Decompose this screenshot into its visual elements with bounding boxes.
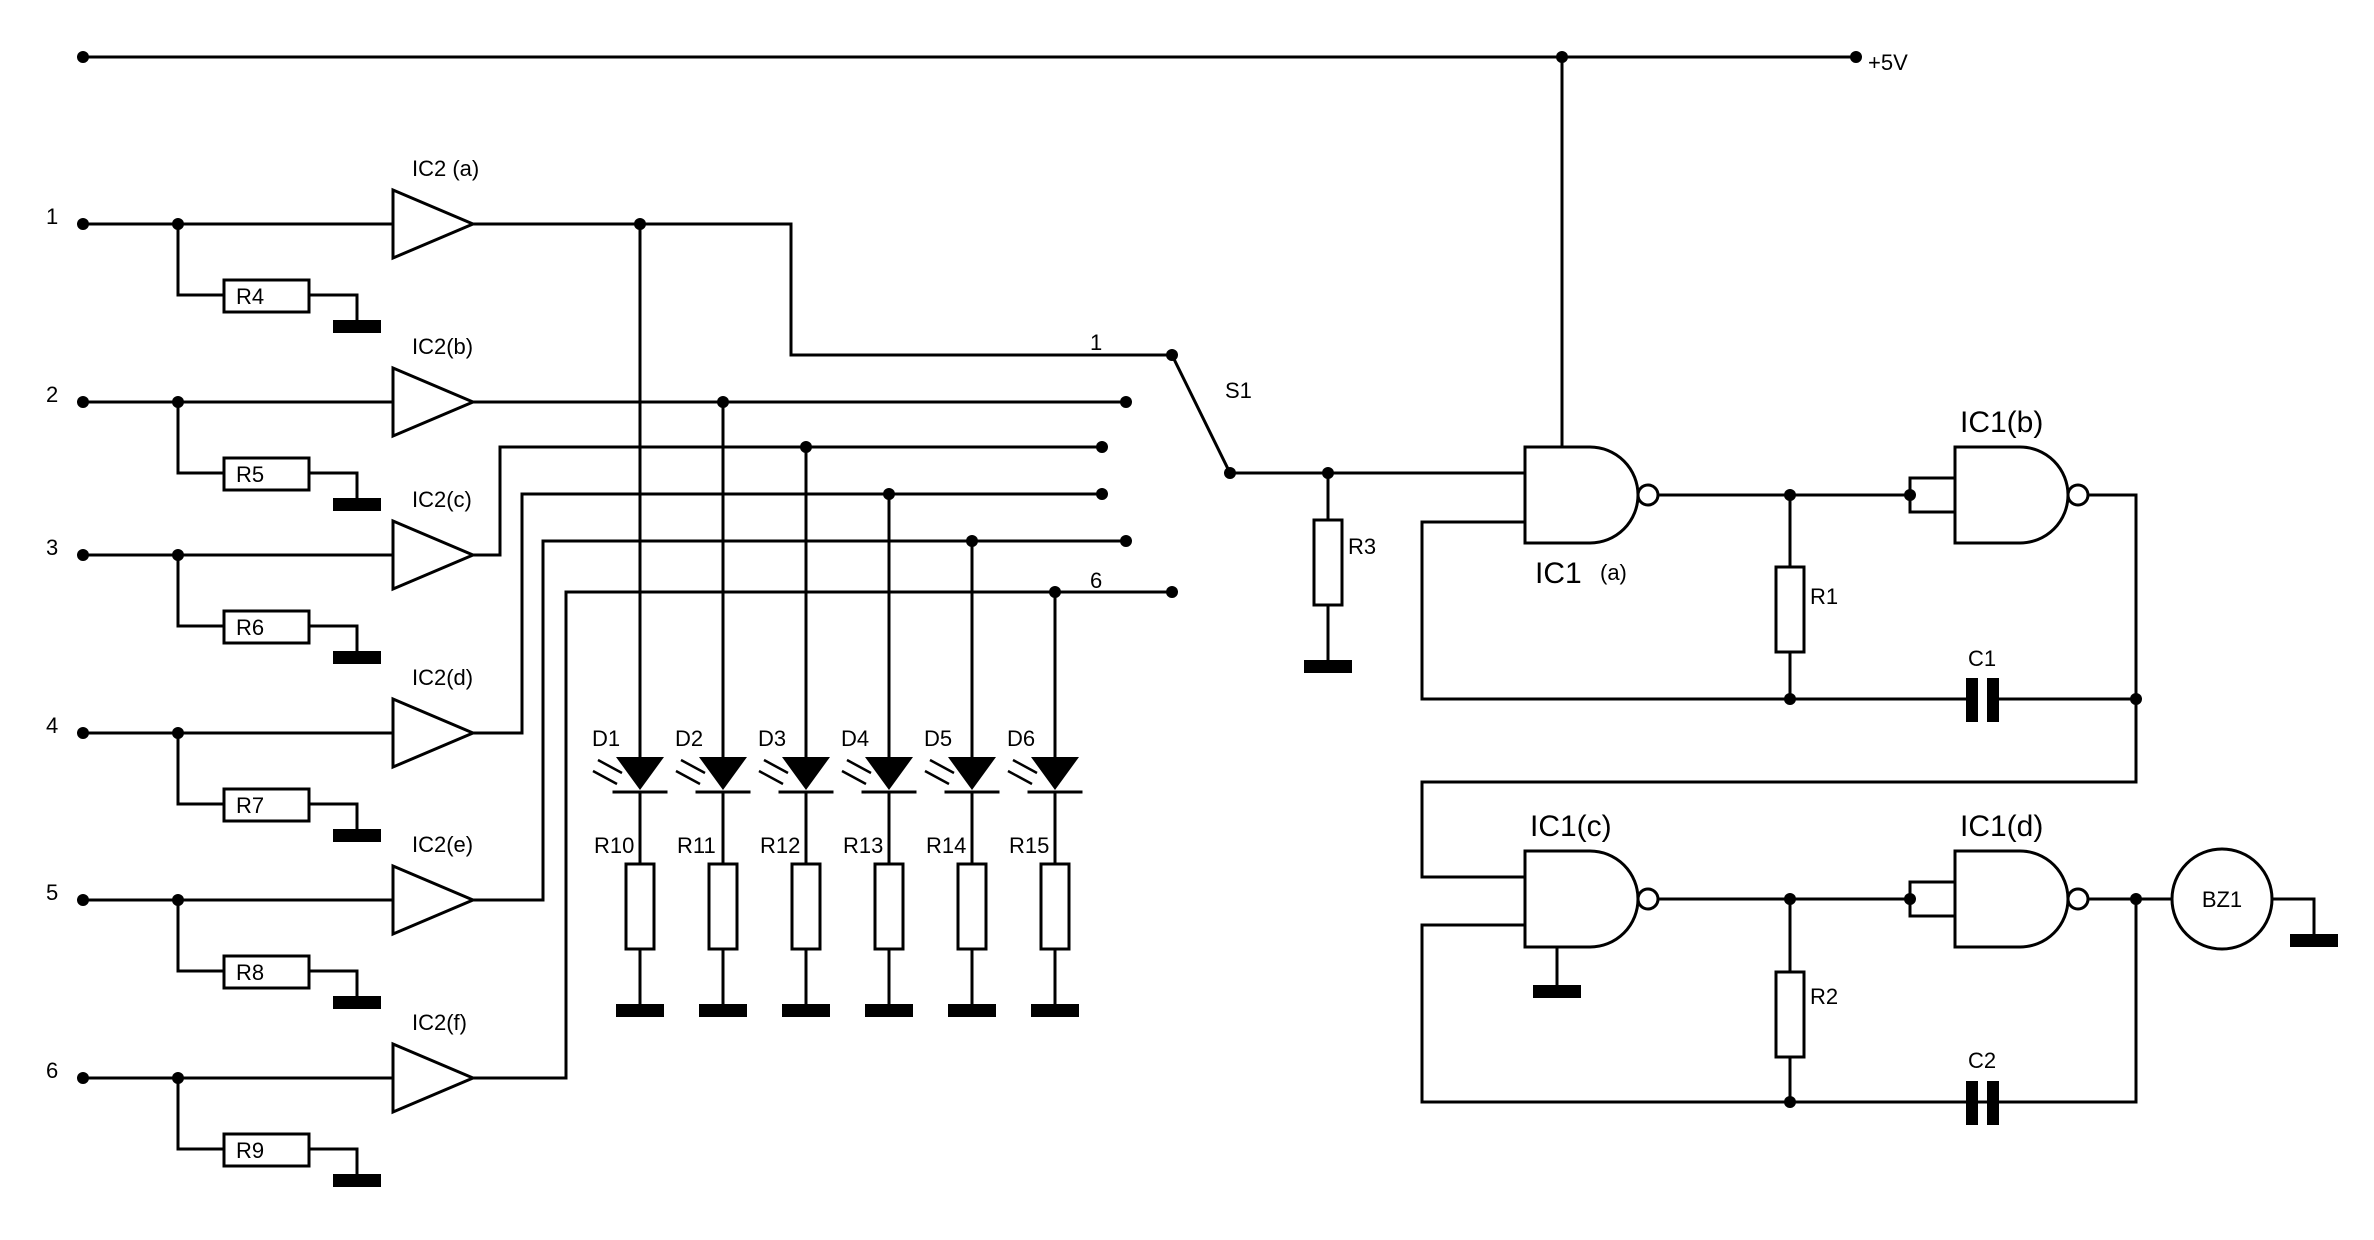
resistor-label-r3: R3	[1348, 534, 1376, 559]
led-label-d6: D6	[1007, 726, 1035, 751]
resistor-label-r6: R6	[236, 615, 264, 640]
led-branch-4	[841, 488, 917, 1017]
led-d2-symbol	[699, 757, 747, 790]
capacitor-label-c2: C2	[1968, 1048, 1996, 1073]
buffer-label-f: IC2(f)	[412, 1010, 467, 1035]
input-label-2: 2	[46, 382, 58, 407]
resistor-label-r14: R14	[926, 833, 966, 858]
led-indicators	[592, 218, 1083, 1017]
input-label-6: 6	[46, 1058, 58, 1083]
led-label-d5: D5	[924, 726, 952, 751]
led-branch-2	[675, 396, 751, 1017]
buffer-label-d: IC2(d)	[412, 665, 473, 690]
ground-symbol	[333, 320, 381, 333]
led-branch-5	[924, 535, 1000, 1017]
switch-wiper	[1169, 352, 1233, 476]
led-label-d4: D4	[841, 726, 869, 751]
oscillator-1	[1420, 445, 2142, 879]
input-stage-6	[77, 1041, 477, 1187]
led-branch-1	[592, 218, 668, 1017]
resistor-label-r4: R4	[236, 284, 264, 309]
input-stage-1	[77, 187, 477, 333]
input-label-1: 1	[46, 204, 58, 229]
buffer-label-e: IC2(e)	[412, 832, 473, 857]
switch-contact-1-label: 1	[1090, 330, 1102, 355]
resistor-label-r10: R10	[594, 833, 634, 858]
buffer-ic2c	[391, 518, 477, 592]
gate-label-ic1b: IC1(b)	[1960, 406, 2043, 439]
input-label-5: 5	[46, 880, 58, 905]
capacitor-c1-plate-b	[1987, 678, 1999, 722]
led-d4-symbol	[865, 757, 913, 790]
led-d5-symbol	[948, 757, 996, 790]
ground-symbol	[333, 996, 381, 1009]
buffer-ic2f	[391, 1041, 477, 1115]
buffer-label-c: IC2(c)	[412, 487, 472, 512]
resistor-r3	[1312, 518, 1344, 607]
buffer-ic2a	[391, 187, 477, 261]
oscillator-2	[1420, 847, 2338, 1125]
nand-gate-ic1a	[1523, 445, 1640, 545]
resistor-label-r1: R1	[1810, 584, 1838, 609]
resistor-label-r13: R13	[843, 833, 883, 858]
resistor-label-r12: R12	[760, 833, 800, 858]
selector-wiring	[471, 222, 1236, 1080]
input-stage-2	[77, 365, 477, 511]
buffer-ic2d	[391, 696, 477, 770]
ground-symbol	[1533, 985, 1581, 998]
buzzer-label: BZ1	[2202, 887, 2242, 912]
buffer-ic2e	[391, 863, 477, 937]
supply-rail	[77, 51, 1862, 455]
input-stage-3	[77, 518, 477, 664]
input-label-3: 3	[46, 535, 58, 560]
led-label-d1: D1	[592, 726, 620, 751]
led-d1-symbol	[616, 757, 664, 790]
gate-label-ic1a: IC1	[1535, 557, 1582, 590]
ground-symbol	[1304, 660, 1352, 673]
led-label-d2: D2	[675, 726, 703, 751]
resistor-r2	[1774, 970, 1806, 1059]
led-branch-3	[758, 441, 834, 1017]
buffer-label-a: IC2 (a)	[412, 156, 479, 181]
resistor-label-r15: R15	[1009, 833, 1049, 858]
resistor-label-r11: R11	[677, 833, 716, 858]
resistor-label-r5: R5	[236, 462, 264, 487]
switch-label: S1	[1225, 378, 1252, 403]
input-stage-5	[77, 863, 477, 1009]
buffer-ic2b	[391, 365, 477, 439]
nand-gate-ic1b	[1953, 445, 2070, 545]
gate-label-ic1a-suffix: (a)	[1600, 560, 1627, 585]
resistor-label-r2: R2	[1810, 984, 1838, 1009]
led-branch-6	[1007, 586, 1083, 1017]
nand-gate-ic1d	[1953, 849, 2070, 949]
led-d6-symbol	[1031, 757, 1079, 790]
switch-contact-6-label: 6	[1090, 568, 1102, 593]
nand-gate-ic1c	[1523, 849, 1640, 949]
capacitor-label-c1: C1	[1968, 646, 1996, 671]
resistor-r1	[1774, 565, 1806, 654]
capacitor-c1-plate-a	[1966, 678, 1978, 722]
gate-label-ic1c: IC1(c)	[1530, 810, 1612, 843]
capacitor-c2-plate-b	[1987, 1081, 1999, 1125]
supply-label: +5V	[1868, 50, 1908, 75]
ground-symbol	[333, 1174, 381, 1187]
capacitor-c2-plate-a	[1966, 1081, 1978, 1125]
buffer-label-b: IC2(b)	[412, 334, 473, 359]
resistor-label-r8: R8	[236, 960, 264, 985]
ground-symbol	[333, 498, 381, 511]
input-label-4: 4	[46, 713, 58, 738]
input-stage-4	[77, 696, 477, 842]
gate-label-ic1d: IC1(d)	[1960, 810, 2043, 843]
resistor-label-r7: R7	[236, 793, 264, 818]
led-label-d3: D3	[758, 726, 786, 751]
ground-symbol	[333, 829, 381, 842]
ground-symbol	[333, 651, 381, 664]
led-d3-symbol	[782, 757, 830, 790]
resistor-label-r9: R9	[236, 1138, 264, 1163]
ground-symbol	[2290, 934, 2338, 947]
gate-input-wiring	[1228, 451, 1527, 673]
